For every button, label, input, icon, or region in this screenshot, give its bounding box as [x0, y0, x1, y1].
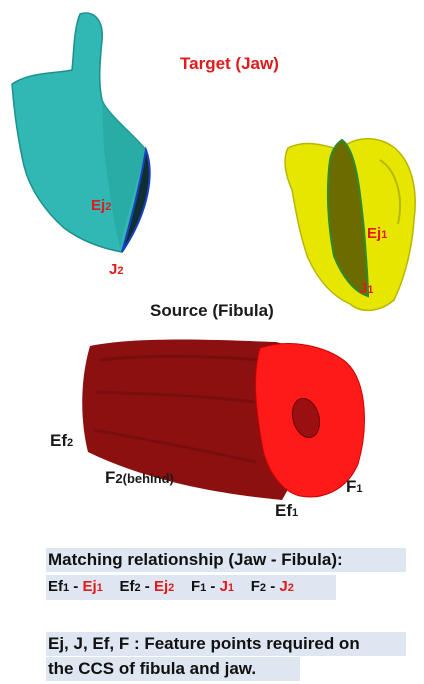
jaw-teal-model	[12, 13, 150, 252]
pair-1: Ef1 - Ej1	[48, 578, 107, 595]
ef1-sub: 1	[292, 507, 298, 519]
ef1-text: Ef	[275, 501, 292, 520]
pair-1-right: Ej	[82, 578, 96, 595]
f2-sub: 2(behind)	[115, 471, 174, 486]
ej2-text: Ej	[91, 197, 105, 214]
pair-1-left: Ef	[48, 578, 63, 595]
f1-text: F	[346, 477, 356, 496]
j1-sub: 1	[367, 284, 373, 296]
pair-2: Ef2 - Ej2	[119, 578, 178, 595]
pair-1-sep: -	[69, 578, 82, 595]
ej1-sub: 1	[381, 229, 387, 241]
note-line-1: Ej, J, Ef, F : Feature points required o…	[46, 632, 406, 656]
target-title: Target (Jaw)	[180, 55, 279, 72]
pair-2-sep: -	[141, 578, 154, 595]
j2-label: J2	[109, 262, 123, 277]
pair-4-right-sub: 2	[288, 582, 294, 594]
pair-3-sep: -	[206, 578, 219, 595]
j2-sub: 2	[117, 265, 123, 277]
pair-3-left: F	[191, 578, 200, 595]
ej1-text: Ej	[367, 225, 381, 242]
ef1-label: Ef1	[275, 502, 298, 519]
pair-4-sep: -	[266, 578, 279, 595]
f2-text: F	[105, 468, 115, 487]
pair-2-right-sub: 2	[168, 582, 174, 594]
f1-sub: 1	[356, 483, 362, 495]
ej2-label: Ej2	[91, 198, 111, 213]
pair-2-left: Ef	[119, 578, 134, 595]
pair-1-right-sub: 1	[97, 582, 103, 594]
note-line-2: the CCS of fibula and jaw.	[46, 657, 300, 681]
ef2-text: Ef	[50, 431, 67, 450]
pair-4: F2 - J2	[251, 578, 294, 595]
matching-heading: Matching relationship (Jaw - Fibula):	[46, 548, 406, 572]
ef2-label: Ef2	[50, 432, 73, 449]
pair-3-right-sub: 1	[228, 582, 234, 594]
pair-3: F1 - J1	[191, 578, 238, 595]
ej2-sub: 2	[105, 201, 111, 213]
j1-label: J1	[359, 281, 373, 296]
pair-2-right: Ej	[154, 578, 168, 595]
f2-label: F2(behind)	[105, 469, 174, 486]
ef2-sub: 2	[67, 437, 73, 449]
matching-pairs: Ef1 - Ej1 Ef2 - Ej2 F1 - J1 F2 - J2	[46, 575, 336, 600]
jaw-yellow-model	[285, 139, 415, 311]
source-title: Source (Fibula)	[150, 302, 274, 319]
ej1-label: Ej1	[367, 226, 387, 241]
f1-label: F1	[346, 478, 363, 495]
pair-3-right: J	[220, 578, 228, 595]
pair-4-right: J	[279, 578, 287, 595]
pair-4-left: F	[251, 578, 260, 595]
